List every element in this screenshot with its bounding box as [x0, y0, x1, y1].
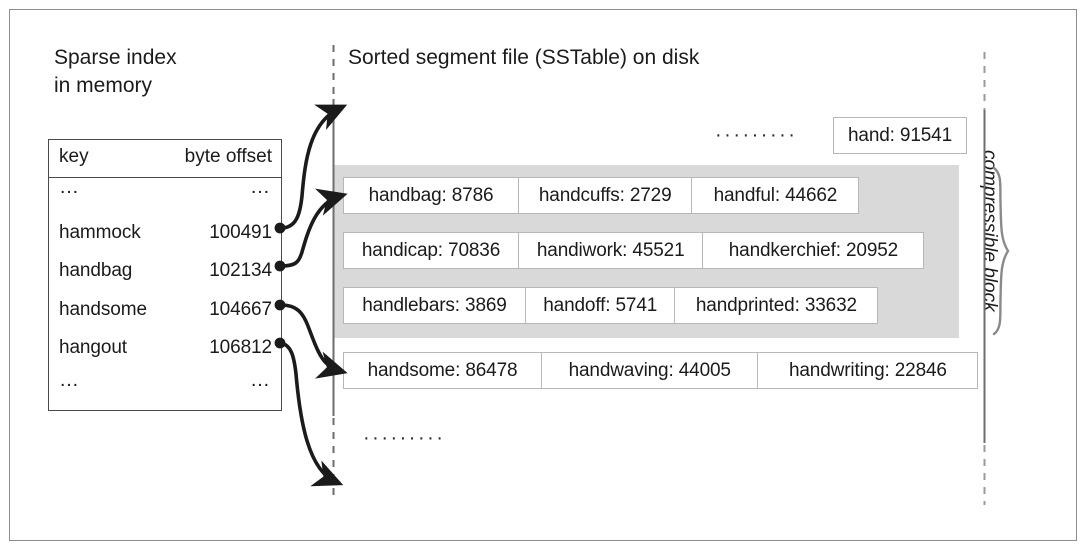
segment-entry: handwriting: 22846: [757, 352, 979, 389]
segment-entry: handprinted: 33632: [674, 287, 879, 324]
index-row-hangout: hangout 106812: [49, 332, 281, 371]
index-row-handbag: handbag 102134: [49, 255, 281, 294]
segment-row-handbag: handbag: 8786 handcuffs: 2729 handful: 4…: [343, 177, 860, 214]
sparse-index-caption-line1: Sparse index: [54, 46, 177, 69]
compressible-block-label: compressible block: [979, 150, 1000, 312]
index-row-key: …: [59, 176, 81, 198]
index-row-key: hammock: [59, 221, 141, 243]
index-header-key: key: [59, 146, 89, 167]
segment-ellipsis-top: ·········: [715, 124, 798, 146]
segment-entry: handoff: 5741: [524, 287, 676, 324]
index-row-hammock: hammock 100491: [49, 217, 281, 256]
segment-entry: handbag: 8786: [343, 177, 519, 214]
index-row-handsome: handsome 104667: [49, 294, 281, 333]
index-row-offset: 106812: [209, 337, 272, 358]
index-header-offset: byte offset: [184, 146, 272, 167]
segment-entry: handlebars: 3869: [343, 287, 526, 324]
sparse-index-caption-line2: in memory: [54, 74, 153, 97]
sparse-index-table: key byte offset … … hammock 100491 handb…: [48, 139, 282, 411]
segment-entry: handiwork: 45521: [517, 232, 704, 269]
index-row-key: hangout: [59, 337, 127, 358]
index-row-key: handbag: [59, 260, 133, 281]
index-row-offset: 100491: [209, 221, 272, 243]
segment-entry: handkerchief: 20952: [702, 232, 925, 269]
sparse-index-caption: Sparse index in memory: [54, 44, 304, 100]
index-row-offset: 102134: [209, 260, 272, 281]
segment-entry: hand: 91541: [833, 117, 968, 154]
index-row-key: …: [59, 368, 81, 391]
index-row-ellipsis-bottom: … …: [49, 368, 281, 410]
segment-row-handlebars: handlebars: 3869 handoff: 5741 handprint…: [343, 287, 879, 324]
segment-entry: handful: 44662: [691, 177, 860, 214]
index-row-offset: 104667: [209, 298, 272, 320]
sstable-caption: Sorted segment file (SSTable) on disk: [348, 46, 700, 69]
index-row-offset: …: [250, 176, 272, 198]
segment-row-top: hand: 91541: [833, 117, 968, 154]
segment-ellipsis-bottom: ·········: [363, 427, 446, 449]
segment-entry: handcuffs: 2729: [517, 177, 693, 214]
segment-entry: handsome: 86478: [343, 352, 542, 389]
segment-entry: handicap: 70836: [343, 232, 519, 269]
index-table-header: key byte offset: [49, 140, 281, 178]
segment-row-handicap: handicap: 70836 handiwork: 45521 handker…: [343, 232, 925, 269]
segment-entry: handwaving: 44005: [540, 352, 759, 389]
index-row-ellipsis-top: … …: [49, 176, 281, 217]
index-row-offset: …: [250, 368, 272, 391]
segment-row-handsome: handsome: 86478 handwaving: 44005 handwr…: [343, 352, 979, 389]
index-row-key: handsome: [59, 298, 147, 320]
